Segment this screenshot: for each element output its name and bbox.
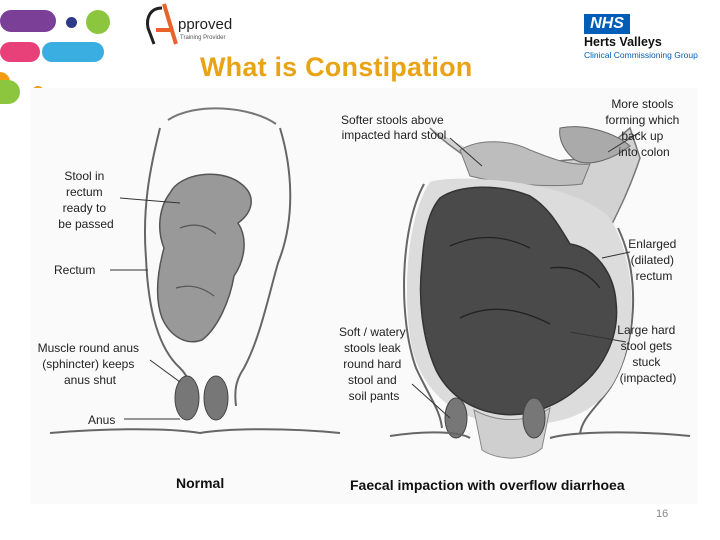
label-stool-in-rectum-2: rectum (66, 185, 103, 199)
nhs-logo: NHS Herts Valleys Clinical Commissioning… (584, 14, 706, 64)
label-enlarged-3: rectum (636, 269, 673, 283)
label-soft-watery-3: round hard (343, 357, 401, 371)
label-enlarged-1: Enlarged (628, 237, 676, 251)
label-stool-in-rectum-4: be passed (58, 217, 113, 231)
deco-pill-blue (42, 42, 104, 62)
label-more-3: back up (621, 129, 663, 143)
deco-dot-green (86, 10, 110, 34)
label-soft-watery-5: soil pants (349, 389, 400, 403)
impaction-illustration: Softer stools above impacted hard stool … (339, 97, 691, 493)
label-large-hard-3: stuck (632, 355, 661, 369)
label-muscle-1: Muscle round anus (38, 341, 139, 355)
constipation-diagram: Stool in rectum ready to be passed Rectu… (30, 88, 698, 504)
label-large-hard-1: Large hard (617, 323, 675, 337)
page-number: 16 (656, 508, 669, 520)
label-stool-in-rectum-3: ready to (63, 201, 107, 215)
label-stool-in-rectum-1: Stool in (64, 169, 104, 183)
label-soft-watery-4: stool and (348, 373, 397, 387)
label-more-2: forming which (605, 113, 679, 127)
label-large-hard-4: (impacted) (620, 371, 677, 385)
svg-text:Muscle round anus (sphin: Muscle round anus (sphincter) keeps anus… (38, 341, 143, 387)
label-more-1: More stools (611, 97, 673, 111)
svg-text:Stool in rectum re: Stool in rectum ready to be passed (58, 169, 113, 231)
approved-logo: pproved Training Provider (140, 0, 250, 52)
approved-logo-sub: Training Provider (180, 35, 226, 41)
nhs-org-subtitle: Clinical Commissioning Group (584, 50, 698, 60)
nhs-badge: NHS (584, 14, 630, 34)
nhs-org-name: Herts Valleys (584, 35, 662, 49)
label-softer-1: Softer stools above (341, 113, 444, 127)
label-softer-2: impacted hard stool (342, 128, 447, 142)
label-soft-watery-1: Soft / watery (339, 325, 406, 339)
label-enlarged-2: (dilated) (631, 253, 674, 267)
label-more-4: into colon (618, 145, 669, 159)
normal-sphincter-left (174, 375, 200, 421)
label-rectum: Rectum (54, 263, 95, 277)
deco-pill-pink (0, 42, 40, 62)
more-stools-shape (559, 126, 631, 164)
label-anus: Anus (88, 413, 115, 427)
label-large-hard-2: stool gets (621, 339, 672, 353)
impaction-sphincter-left (444, 397, 468, 439)
caption-impaction: Faecal impaction with overflow diarrhoea (350, 477, 625, 493)
svg-text:Enlarged (dilated): Enlarged (dilated) rectum (628, 237, 679, 283)
deco-pill-green (0, 80, 20, 104)
label-muscle-3: anus shut (64, 373, 117, 387)
label-soft-watery-2: stools leak (344, 341, 402, 355)
normal-stool (156, 173, 252, 343)
deco-dot-navy (66, 17, 77, 28)
approved-logo-word: pproved (178, 16, 233, 33)
impacted-stool (419, 186, 618, 416)
svg-text:Softer stools above impa: Softer stools above impacted hard stool (341, 113, 447, 142)
deco-pill-purple (0, 10, 56, 32)
svg-text:More stools forming whic: More stools forming which back up into c… (605, 97, 682, 159)
svg-text:Large hard stool gets: Large hard stool gets stuck (impacted) (617, 323, 678, 385)
normal-illustration: Stool in rectum ready to be passed Rectu… (38, 107, 341, 491)
label-muscle-2: (sphincter) keeps (42, 357, 134, 371)
impaction-sphincter-right (522, 397, 546, 439)
caption-normal: Normal (176, 475, 224, 491)
approved-a-icon (146, 3, 178, 45)
svg-text:Soft / watery stools lea: Soft / watery stools leak round hard sto… (339, 325, 409, 403)
slide-title: What is Constipation (200, 52, 473, 82)
normal-sphincter-right (203, 375, 229, 421)
